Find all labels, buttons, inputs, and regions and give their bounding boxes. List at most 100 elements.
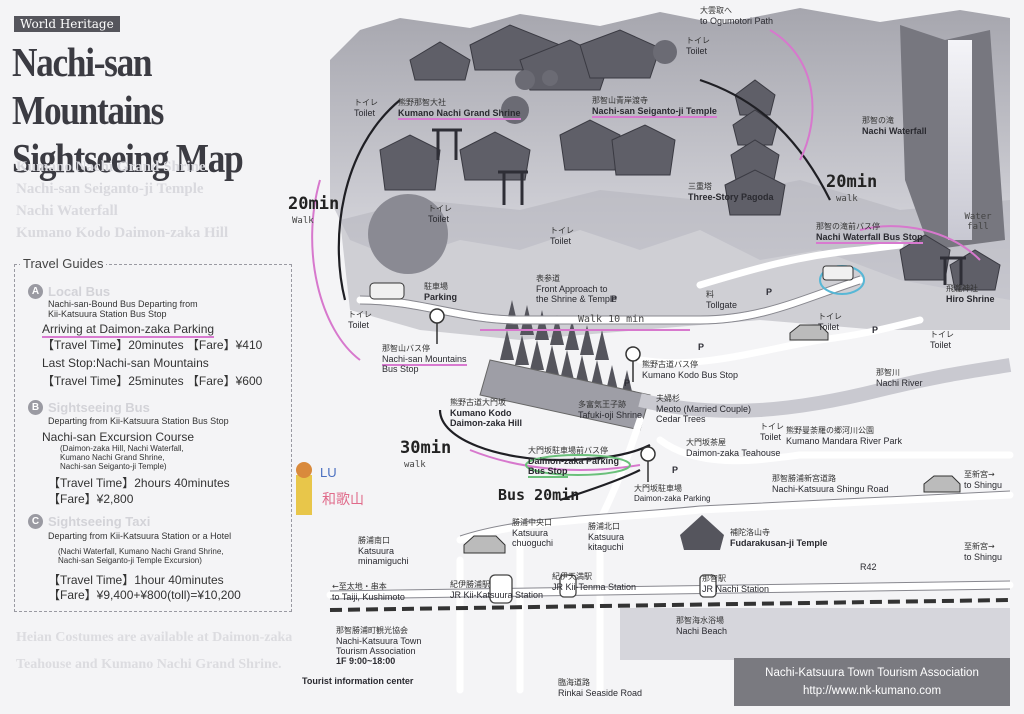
label-daimon-zaka: 熊野古道大門坂 Kumano Kodo Daimon-zaka Hill [450,398,522,428]
label-en: chuoguchi [512,538,554,548]
label-en: Toilet [760,432,782,442]
label-jp: 那智の滝 [862,116,894,125]
guide-a-arrive-text: Arriving at Daimon-zaka Parking [42,322,215,338]
label-jp: 勝浦南口 [358,536,390,545]
label-jp: 夫婦杉 [656,394,680,403]
railway-track [329,598,1011,612]
note-20min-right: 20min [826,172,878,192]
label-ogumotori: 大雲取へ to Ogumotori Path [700,6,773,26]
guide-a-time1: 【Travel Time】20minutes 【Fare】¥410 [42,338,263,352]
shrine-buildings [379,24,1001,291]
label-minamiguchi: 勝浦南口 Katsuura minamiguchi [358,536,409,566]
handwritten-routes [337,78,831,502]
label-jp: トイレ [930,330,954,339]
guide-b-fare: 【Fare】¥2,800 [48,492,134,506]
guide-b-name: Sightseeing Bus [48,400,150,415]
label-pagoda: 三重塔 Three-Story Pagoda [688,182,774,202]
note-30min: 30min [400,438,452,458]
label-en: Bus Stop [382,364,419,374]
guide-c-time: 【Travel Time】1hour 40minutes [48,573,224,587]
label-tourist-info-center: Tourist information center [302,676,414,686]
label-jp: 勝浦中央口 [512,518,552,527]
label-kitaguchi: 勝浦北口 Katsuura kitaguchi [588,522,624,552]
label-meoto-cedars: 夫婦杉 Meoto (Married Couple) Cedar Trees [656,394,751,424]
label-jp: 那智海水浴場 [676,616,724,625]
guide-a-desc: Nachi-san-Bound Bus Departing from [48,299,198,309]
label-en: Toilet [354,108,376,118]
roads [326,241,1014,694]
label-en: Parking [424,292,458,302]
guide-b-course: Nachi-san Excursion Course [42,430,195,444]
parking-icon: P [624,378,631,388]
label-grand-shrine: 熊野那智大社 Kumano Nachi Grand Shrine [398,98,521,120]
label-fudarakusan: 補陀洛山寺 Fudarakusan-ji Temple [730,528,827,548]
note-walk-right: walk [836,194,858,204]
label-jp: 熊野那智大社 [398,98,446,107]
note-walk-left: Walk [292,216,314,226]
guide-a-arrive: Arriving at Daimon-zaka Parking [42,322,215,338]
travel-guide-box [14,264,292,612]
guide-b-badge: B [28,400,43,415]
guide-a-last: Last Stop:Nachi-san Mountains [42,356,209,370]
label-daimon-parking-bus-stop: 大門坂駐車場前バス停 Daimon-zaka Parking Bus Stop [528,446,619,478]
guide-b-detail: Nachi-san Seiganto-ji Temple) [60,462,167,471]
label-mandara-park: 熊野曼荼羅の郷河川公園 Kumano Mandara River Park [786,426,902,446]
trees [368,40,677,274]
label-en: Toilet [930,340,952,350]
guide-a-time2: 【Travel Time】25minutes 【Fare】¥600 [42,374,263,388]
label-kodo-bus-stop: 熊野古道バス停 Kumano Kodo Bus Stop [642,360,738,380]
spot-item: Kumano Kodo Daimon-zaka Hill [16,225,229,241]
label-tollgate: 料 Tollgate [706,290,737,310]
label-en: Toilet [686,46,708,56]
label-jp: 駐車場 [424,282,448,291]
label-jp: 熊野古道大門坂 [450,398,506,407]
label-daimon-parking: 大門坂駐車場 Daimon-zaka Parking [634,484,710,504]
guide-c-detail: Nachi-san Seiganto-ji Temple Excursion) [58,556,202,565]
label-en: minamiguchi [358,556,409,566]
note-bus-20min: Bus 20min [498,486,580,504]
parking-circle [525,454,631,476]
label-jp: 熊野曼荼羅の郷河川公園 [786,426,874,435]
label-en: Nachi-Katsuura Town [336,636,422,646]
label-lu: LU [320,465,337,480]
page-title: Nachi-san Mountains Sightseeing Map [12,39,244,181]
label-en: Nachi Waterfall Bus Stop [816,232,923,244]
label-jp: 勝浦北口 [588,522,620,531]
label-jp: 那智勝浦新宮道路 [772,474,836,483]
label-jp: 飛瀧神社 [946,284,978,293]
label-en: Daimon-zaka Parking [634,494,711,503]
label-en: Katsuura [512,528,549,538]
label-waterfall: 那智の滝 Nachi Waterfall [862,116,927,136]
label-jp: 至新宮→ [964,470,995,479]
spot-item: Nachi-san Seiganto-ji Temple [16,181,204,197]
label-en: Nachi-Katsuura Shingu Road [772,484,889,494]
label-tourism-office: 那智勝浦町観光協会 Nachi-Katsuura Town Tourism As… [336,626,421,666]
parking-icon: P [698,342,705,352]
label-hiro-shrine: 飛瀧神社 Hiro Shrine [946,284,995,304]
label-jp: 那智山青岸渡寺 [592,96,648,105]
note-20min-left: 20min [288,194,340,214]
label-jp: 那智山バス停 [382,344,430,353]
label-front-approach: 表参道 Front Approach to the Shrine & Templ… [536,274,617,304]
label-jp: トイレ [348,310,372,319]
label-wakayama: 和歌山 [322,491,364,507]
label-en: Toilet [550,236,572,246]
guide-b-time: 【Travel Time】2hours 40minutes [48,476,230,490]
label-r42: R42 [860,562,877,572]
label-en: Hiro Shrine [946,294,995,304]
parking-icon: P [611,294,618,304]
label-en: Kumano Kodo Bus Stop [642,370,739,380]
note-walk-10min: Walk 10 min [578,314,645,325]
tourism-association-footer: Nachi-Katsuura Town Tourism Association … [734,658,1010,706]
label-nachi-station: 那智駅 JR Nachi Station [702,574,769,594]
label-en: JR Nachi Station [702,584,770,594]
label-jp: 至新宮→ [964,542,995,551]
footer-url[interactable]: http://www.nk-kumano.com [802,685,942,697]
nachi-river [638,358,1012,418]
guide-a-desc: Kii-Katsuura Station Bus Stop [48,309,167,319]
label-jp: 那智川 [876,368,900,377]
